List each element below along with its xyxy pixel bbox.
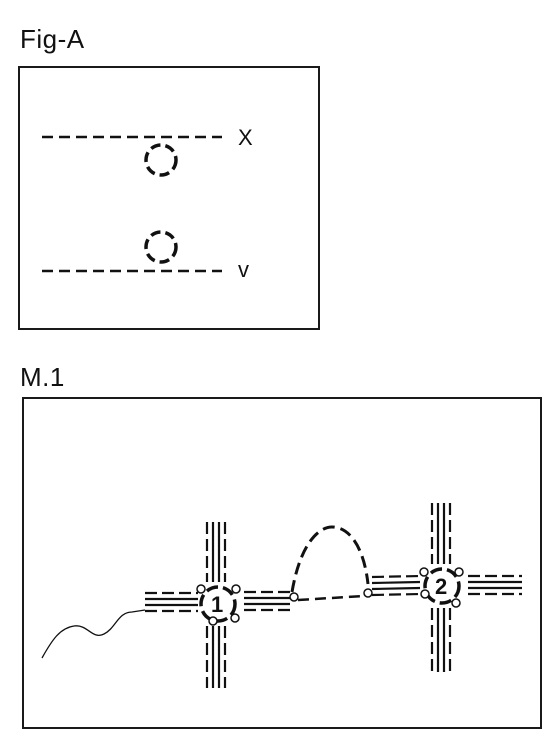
node-2: 2 <box>371 503 522 672</box>
ring <box>199 585 237 623</box>
dashed-base-line <box>297 594 365 602</box>
figure-b-title: M.1 <box>20 362 65 392</box>
label-x: X <box>238 125 253 150</box>
dashed-arch <box>290 525 370 593</box>
yarn-tail <box>41 609 146 659</box>
dashed-ring-bottom <box>144 230 178 264</box>
strand <box>371 586 421 591</box>
strand <box>371 580 421 585</box>
ring <box>423 567 461 605</box>
loop <box>230 613 240 623</box>
dashed-ring-top <box>144 143 178 177</box>
loop <box>208 616 218 626</box>
figure-a-title: Fig-A <box>20 24 85 54</box>
figure-b-panel <box>22 397 542 729</box>
connector-loop-right <box>363 588 373 598</box>
loop <box>454 567 464 577</box>
node-1-label: 1 <box>211 592 223 617</box>
strand <box>371 574 421 579</box>
figure-a-panel <box>18 66 320 330</box>
loop <box>196 584 206 594</box>
loop <box>420 589 430 599</box>
label-v: v <box>238 257 249 282</box>
node-2-label: 2 <box>435 574 447 599</box>
node-1: 1 <box>145 522 290 688</box>
strand <box>371 592 421 597</box>
connector-loop-left <box>289 592 299 602</box>
loop <box>451 598 461 608</box>
loop <box>231 584 241 594</box>
loop <box>419 567 429 577</box>
